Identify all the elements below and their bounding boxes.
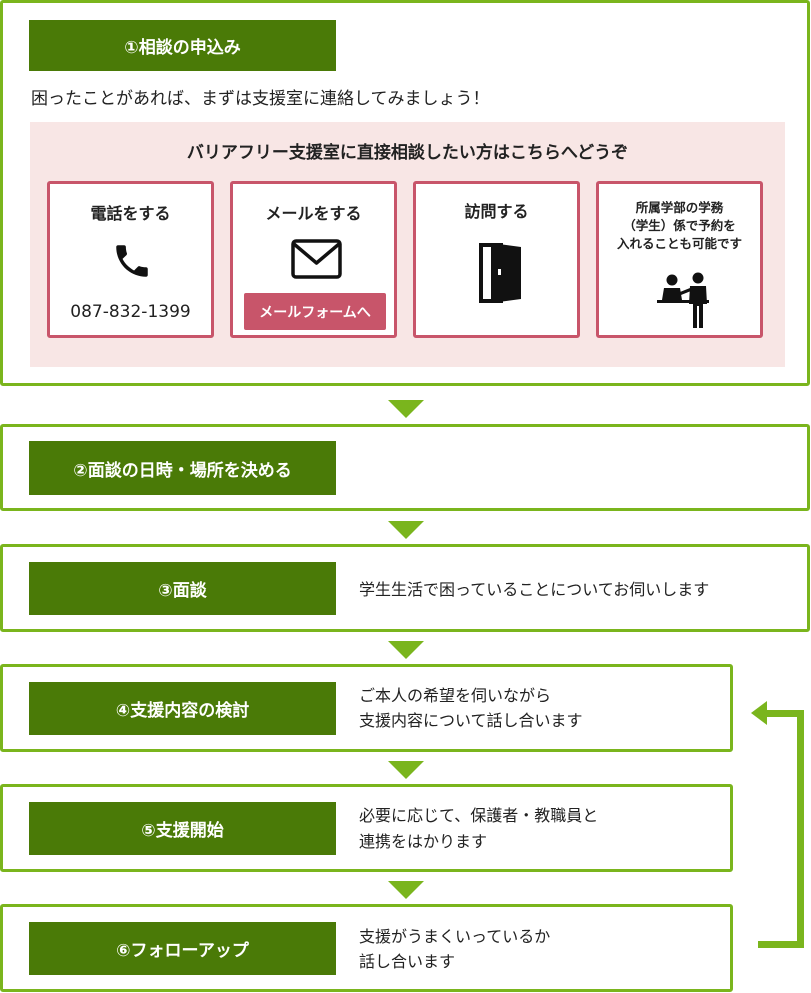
step2-box [0,424,810,511]
step3-label: ③面談 [29,562,336,615]
mail-card-title: メールをする [265,204,362,223]
step1-intro: 困ったことがあれば、まずは支援室に連絡してみましょう！ [31,89,490,109]
step6-line2: 話し合います [359,952,456,971]
mail-card[interactable]: メールをする メールフォームへ [230,181,397,338]
contact-panel-title: バリアフリー支援室に直接相談したい方はこちらへどうぞ [186,143,629,163]
flow-arrow-1 [388,400,424,418]
step6-line1: 支援がうまくいっているか [359,927,551,946]
step6-label: ⑥フォローアップ [29,922,336,975]
flow-arrow-2 [388,521,424,539]
step3-text: 学生生活で困っていることについてお伺いします [359,580,710,599]
flow-arrow-3 [388,641,424,659]
flow-arrow-5 [388,881,424,899]
flow-arrow-4 [388,761,424,779]
reception-desk-icon [657,272,709,328]
visit-card: 訪問する [413,181,580,338]
door-icon [479,243,521,303]
step5-label: ⑤支援開始 [29,802,336,855]
faculty-card-title: 所属学部の学務 （学生）係で予約を 入れることも可能です [616,200,742,251]
phone-number[interactable]: 087-832-1399 [70,302,191,322]
envelope-icon [291,239,342,279]
step5-line1: 必要に応じて、保護者・教職員と [359,806,599,825]
step5-line2: 連携をはかります [359,832,488,851]
phone-card-title: 電話をする [90,204,171,223]
mail-form-button[interactable]: メールフォームへ [244,293,386,330]
step2-label: ②面談の日時・場所を決める [29,441,336,495]
phone-card[interactable]: 電話をする 087-832-1399 [47,181,214,338]
step4-line1: ご本人の希望を伺いながら [359,686,552,705]
step4-label: ④支援内容の検討 [29,682,336,735]
step1-label: ①相談の申込み [29,20,336,71]
phone-icon [116,245,148,277]
step4-line2: 支援内容について話し合います [359,711,583,730]
faculty-card: 所属学部の学務 （学生）係で予約を 入れることも可能です [596,181,763,338]
visit-card-title: 訪問する [464,202,529,221]
